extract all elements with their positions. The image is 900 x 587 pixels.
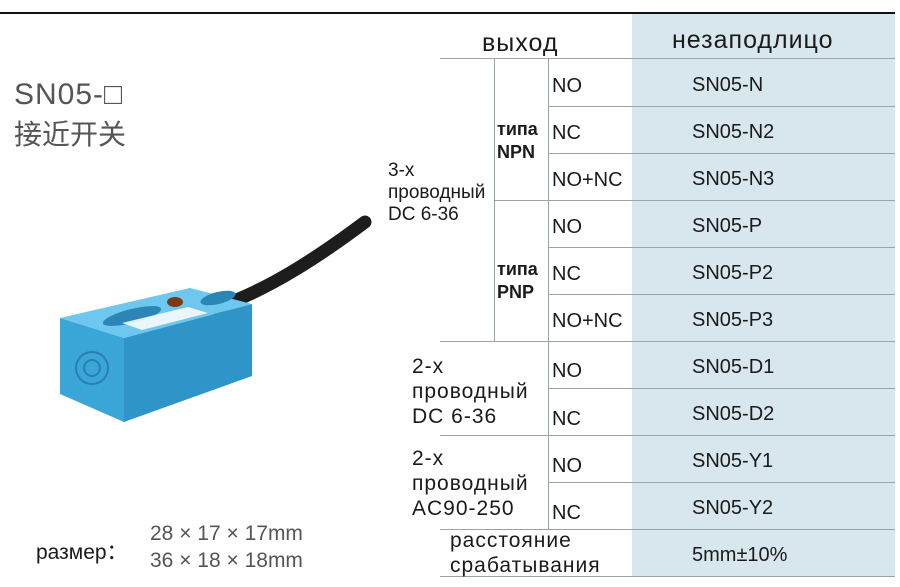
model-cell: SN05-N: [692, 74, 764, 96]
model-cell: SN05-N2: [692, 121, 775, 143]
vrule-type: [494, 58, 495, 341]
output-cell: NO+NC: [552, 169, 623, 191]
model-cell: SN05-P: [692, 215, 763, 237]
group-2wire-dc: 2-х проводный DC 6-36: [412, 354, 529, 429]
row-rule: [494, 200, 895, 201]
distance-line: срабатывания: [450, 554, 601, 577]
group-line: 3-х: [388, 160, 415, 181]
row-rule: [548, 106, 895, 107]
product-name-cn: 接近开关: [14, 118, 127, 151]
group-3wire-dc: 3-х проводный DC 6-36: [388, 160, 485, 226]
distance-line: расстояние: [450, 529, 572, 552]
distance-label: расстояние срабатывания: [450, 528, 601, 578]
group-line: AC90-250: [412, 497, 515, 520]
output-cell: NO: [552, 360, 582, 382]
row-rule: [548, 388, 895, 389]
group-line: типа: [497, 259, 538, 279]
size-label: размер：: [36, 541, 128, 564]
group-pnp: типа PNP: [497, 258, 538, 304]
top-rule: [0, 12, 895, 14]
model-cell: SN05-P3: [692, 309, 774, 331]
row-rule: [548, 482, 895, 483]
output-cell: NC: [552, 263, 581, 285]
output-cell: NO: [552, 216, 582, 238]
group-npn: типа NPN: [497, 118, 538, 164]
row-rule: [440, 529, 895, 530]
group-line: 2-х: [412, 355, 445, 378]
distance-value: 5mm±10%: [692, 544, 788, 566]
bottom-rule: [440, 576, 895, 577]
output-cell: NC: [552, 408, 581, 430]
product-model-title: SN05-□: [14, 78, 124, 111]
group-line: проводный: [412, 472, 529, 495]
header-output: выход: [482, 29, 559, 57]
group-2wire-ac: 2-х проводный AC90-250: [412, 446, 529, 521]
model-column-shade: [632, 14, 895, 576]
proximity-sensor-image: [60, 215, 372, 422]
group-line: проводный: [388, 182, 486, 203]
vrule-output: [548, 58, 549, 529]
row-rule: [440, 435, 895, 436]
group-line: 2-х: [412, 447, 445, 470]
row-rule: [548, 247, 895, 248]
group-line: DC 6-36: [388, 204, 459, 225]
group-line: NPN: [497, 142, 536, 162]
output-cell: NO: [552, 455, 582, 477]
model-cell: SN05-Y1: [692, 450, 774, 472]
output-cell: NO: [552, 75, 582, 97]
row-rule: [548, 294, 895, 295]
model-cell: SN05-Y2: [692, 497, 774, 519]
output-cell: NC: [552, 502, 581, 524]
row-rule: [548, 153, 895, 154]
group-line: DC 6-36: [412, 405, 498, 428]
group-line: типа: [497, 119, 538, 139]
header-mount: незаподлицо: [672, 26, 834, 54]
row-rule: [440, 341, 895, 342]
size-value-2: 36 × 18 × 18mm: [150, 549, 303, 572]
model-cell: SN05-P2: [692, 262, 774, 284]
output-cell: NO+NC: [552, 310, 623, 332]
size-value-1: 28 × 17 × 17mm: [150, 522, 303, 545]
header-rule: [440, 58, 895, 59]
model-cell: SN05-D2: [692, 403, 775, 425]
model-cell: SN05-N3: [692, 168, 775, 190]
group-line: PNP: [497, 282, 535, 302]
model-cell: SN05-D1: [692, 356, 775, 378]
output-cell: NC: [552, 122, 581, 144]
group-line: проводный: [412, 380, 529, 403]
